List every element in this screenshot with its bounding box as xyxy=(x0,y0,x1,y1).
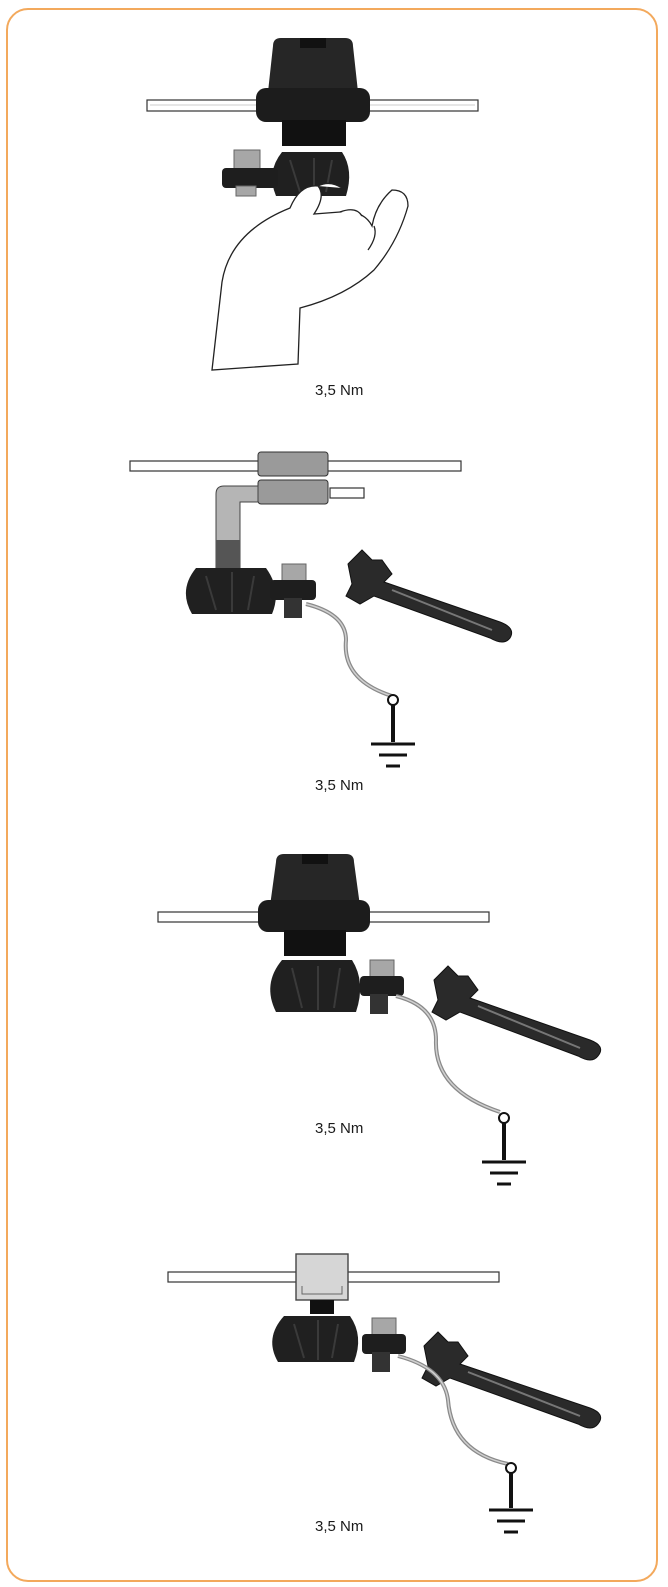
step-2-illustration xyxy=(129,451,513,768)
knob xyxy=(272,1316,359,1362)
step-4-panel: 3,5 Nm xyxy=(0,1200,668,1587)
wrench-icon xyxy=(431,965,602,1061)
earth-terminal xyxy=(360,959,404,1014)
insulator-cap xyxy=(258,854,370,956)
knob xyxy=(185,568,276,614)
ground-symbol-icon xyxy=(371,694,415,768)
step-2-torque-label: 3,5 Nm xyxy=(315,777,364,794)
metal-bracket xyxy=(215,451,329,570)
insulator-cap xyxy=(256,38,370,146)
ground-cable xyxy=(305,602,393,698)
step-4-torque-label: 3,5 Nm xyxy=(315,1518,364,1535)
step-1-torque-label: 3,5 Nm xyxy=(315,382,364,399)
step-1-panel: 3,5 Nm xyxy=(0,0,668,400)
ground-symbol-icon xyxy=(482,1112,526,1186)
wrench-icon xyxy=(421,1331,602,1429)
step-3-illustration xyxy=(157,854,602,1186)
hand-icon xyxy=(211,182,409,371)
step-1-illustration xyxy=(146,38,479,371)
knob xyxy=(270,960,361,1012)
step-3-panel: 3,5 Nm xyxy=(0,800,668,1200)
grey-block xyxy=(295,1253,349,1314)
ground-cable xyxy=(397,1354,509,1466)
wrench-icon xyxy=(345,549,513,643)
earth-terminal xyxy=(362,1317,406,1372)
step-4-illustration xyxy=(167,1253,602,1534)
ground-cable xyxy=(395,994,501,1114)
earth-terminal xyxy=(222,149,278,197)
ground-symbol-icon xyxy=(489,1462,533,1534)
step-3-torque-label: 3,5 Nm xyxy=(315,1120,364,1137)
earth-terminal xyxy=(270,563,316,618)
step-2-panel: 3,5 Nm xyxy=(0,400,668,800)
